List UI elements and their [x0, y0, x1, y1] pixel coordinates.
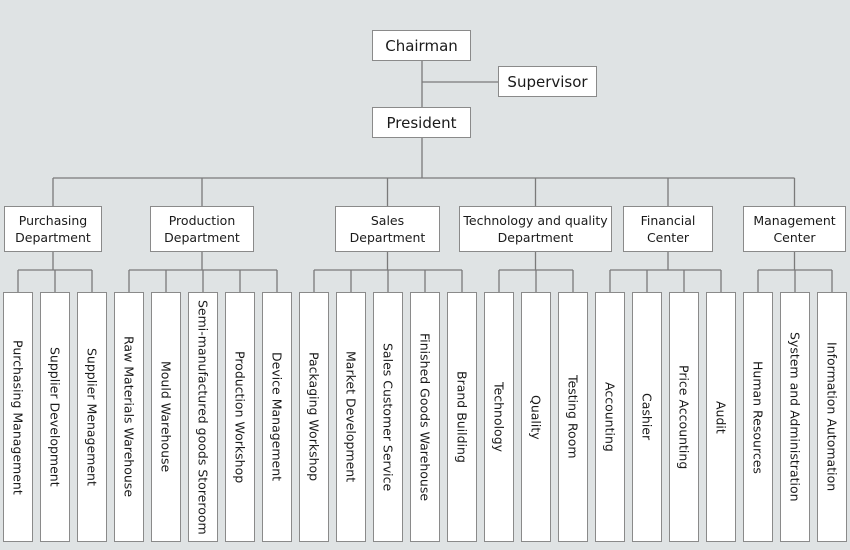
unit-box: Production Workshop	[225, 292, 255, 542]
unit-label: Device Management	[269, 352, 285, 482]
department-box: Sales Department	[335, 206, 440, 252]
unit-box: Raw Materials Warehouse	[114, 292, 144, 542]
unit-label: Raw Materials Warehouse	[121, 336, 137, 498]
unit-label: Supplier Development	[47, 347, 63, 487]
president-label: President	[386, 113, 457, 132]
unit-label: Semi-manufactured goods Storeroom	[195, 299, 211, 535]
department-box: Technology and quality Department	[459, 206, 612, 252]
unit-label: Quality	[528, 394, 544, 440]
unit-box: Device Management	[262, 292, 292, 542]
unit-label: Testing Room	[565, 375, 581, 459]
unit-label: Price Accounting	[676, 364, 692, 470]
department-box: Purchasing Department	[4, 206, 102, 252]
unit-box: Sales Customer Service	[373, 292, 403, 542]
department-label: Management Center	[753, 213, 836, 245]
president-box: President	[372, 107, 471, 138]
unit-label: System and Administration	[787, 332, 803, 502]
unit-label: Supplier Menagement	[84, 348, 100, 486]
supervisor-box: Supervisor	[498, 66, 597, 97]
unit-box: Technology	[484, 292, 514, 542]
unit-box: Market Development	[336, 292, 366, 542]
unit-label: Brand Building	[454, 371, 470, 463]
unit-label: Production Workshop	[232, 350, 248, 484]
unit-box: Brand Building	[447, 292, 477, 542]
unit-label: Accounting	[602, 382, 618, 452]
unit-box: Packaging Workshop	[299, 292, 329, 542]
unit-label: Sales Customer Service	[380, 342, 396, 492]
unit-label: Purchasing Management	[10, 339, 26, 495]
unit-box: Supplier Menagement	[77, 292, 107, 542]
unit-label: Packaging Workshop	[306, 352, 322, 482]
unit-box: Price Accounting	[669, 292, 699, 542]
unit-label: Market Development	[343, 351, 359, 483]
department-label: Production Department	[164, 213, 240, 245]
unit-box: Audit	[706, 292, 736, 542]
department-label: Sales Department	[349, 213, 426, 245]
unit-label: Human Resources	[750, 360, 766, 474]
unit-label: Cashier	[639, 393, 655, 441]
unit-box: Human Resources	[743, 292, 773, 542]
department-box: Management Center	[743, 206, 846, 252]
unit-box: Mould Warehouse	[151, 292, 181, 542]
unit-box: Finished Goods Warehouse	[410, 292, 440, 542]
unit-label: Information Automation	[824, 342, 840, 492]
unit-box: Purchasing Management	[3, 292, 33, 542]
department-box: Production Department	[150, 206, 254, 252]
unit-box: Quality	[521, 292, 551, 542]
unit-box: Semi-manufactured goods Storeroom	[188, 292, 218, 542]
unit-box: Supplier Development	[40, 292, 70, 542]
department-box: Financial Center	[623, 206, 713, 252]
department-label: Purchasing Department	[15, 213, 91, 245]
unit-label: Mould Warehouse	[158, 361, 174, 473]
unit-box: System and Administration	[780, 292, 810, 542]
unit-label: Technology	[491, 381, 507, 453]
chairman-box: Chairman	[372, 30, 471, 61]
department-label: Financial Center	[640, 213, 696, 245]
unit-box: Accounting	[595, 292, 625, 542]
department-label: Technology and quality Department	[463, 213, 608, 245]
unit-box: Cashier	[632, 292, 662, 542]
chairman-label: Chairman	[385, 36, 458, 55]
unit-label: Finished Goods Warehouse	[417, 332, 433, 502]
supervisor-label: Supervisor	[507, 72, 588, 91]
unit-box: Testing Room	[558, 292, 588, 542]
unit-box: Information Automation	[817, 292, 847, 542]
unit-label: Audit	[713, 400, 729, 434]
